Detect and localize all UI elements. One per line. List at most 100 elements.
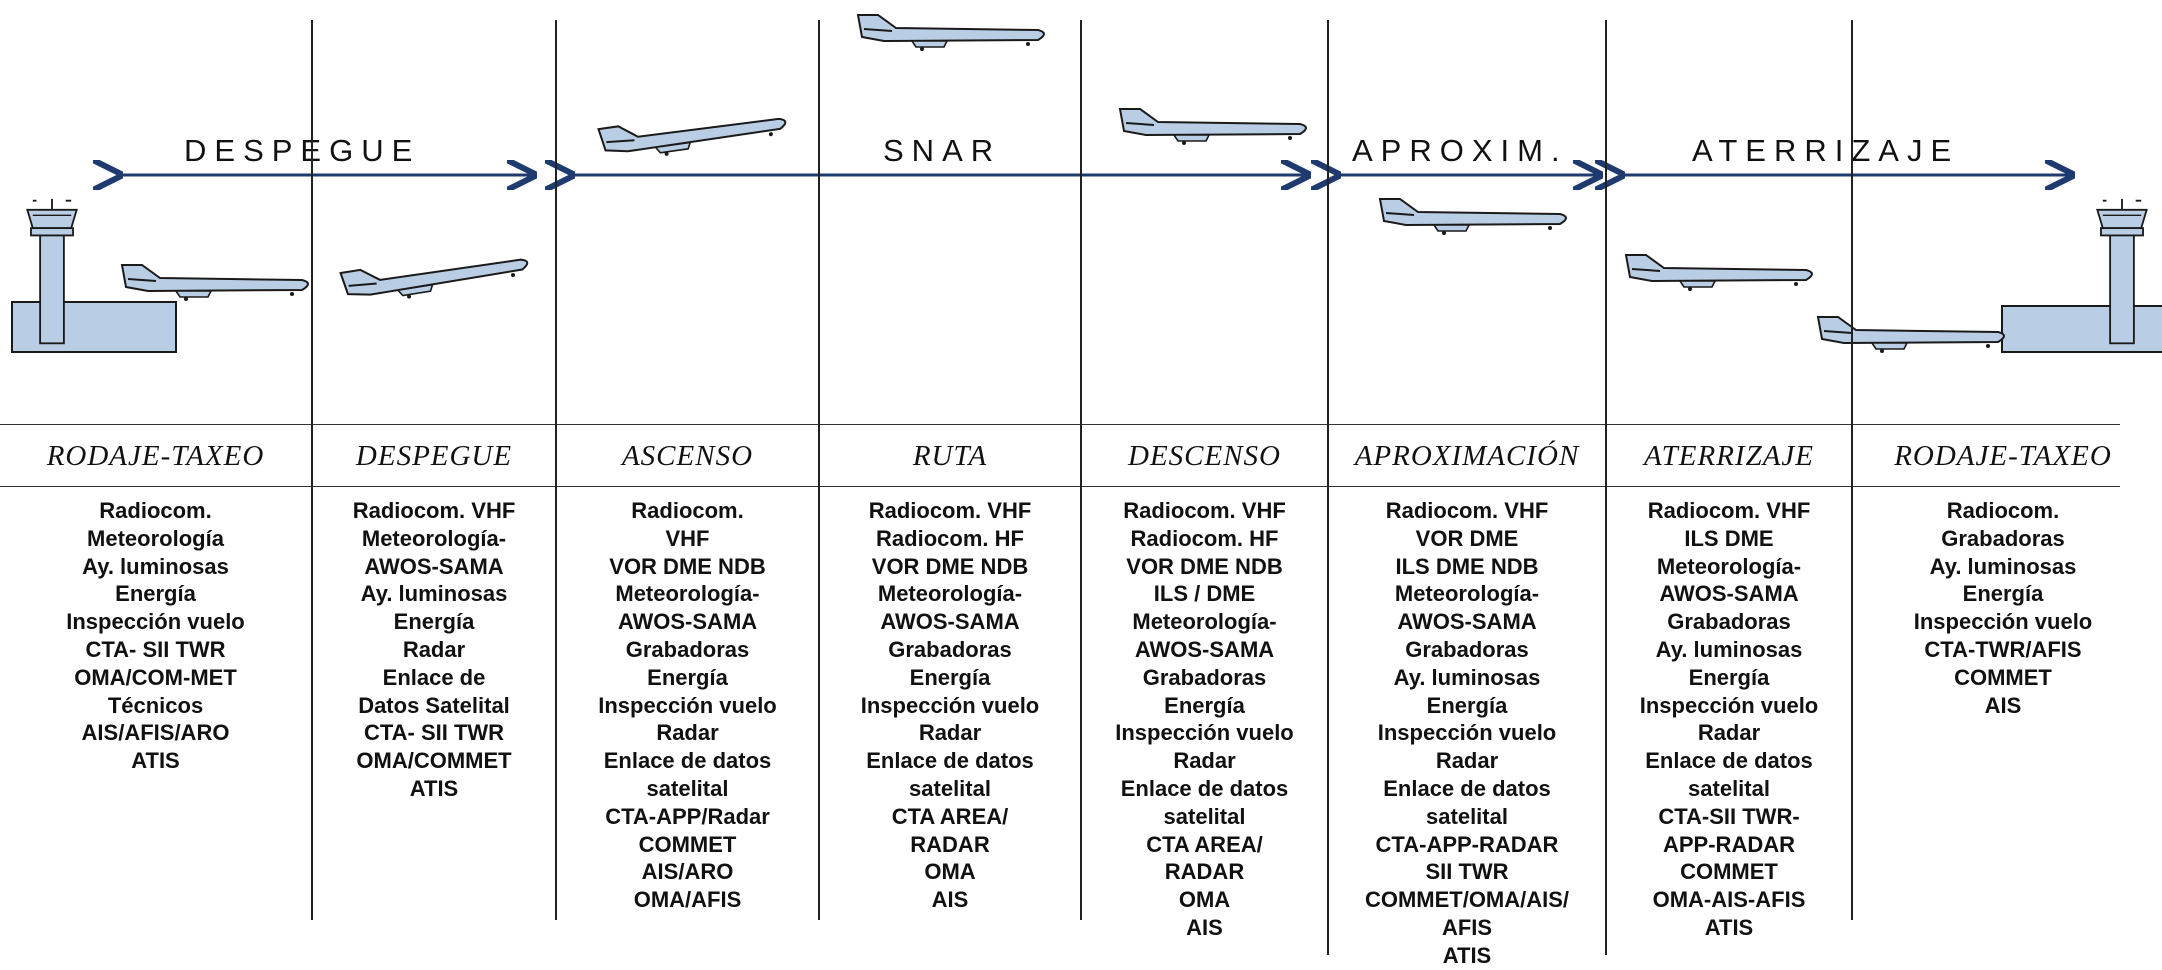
list-item: satelital <box>1688 775 1770 801</box>
list-item: Ay. luminosas <box>82 553 229 579</box>
list-item: Inspección vuelo <box>1115 720 1294 746</box>
list-item: Meteorología- <box>1656 553 1802 579</box>
list-item: OMA <box>1178 887 1231 913</box>
list-item: AWOS-SAMA <box>1134 636 1275 662</box>
list-item: AIS/ARO <box>641 859 734 885</box>
list-item: satelital <box>1163 803 1246 829</box>
list-item: CTA-APP-RADAR <box>1375 831 1559 857</box>
airplane-icon <box>1816 315 2006 355</box>
airplane-icon <box>1624 253 1814 293</box>
list-item: Grabadoras <box>625 636 750 662</box>
list-item: RADAR <box>910 831 990 857</box>
list-item: CTA-SII TWR- <box>1658 803 1800 829</box>
column-divider <box>1327 20 1329 955</box>
list-item: Inspección vuelo <box>598 692 777 718</box>
list-item: satelital <box>646 775 729 801</box>
divider-top <box>0 424 2120 425</box>
list-item: Enlace de datos <box>603 748 772 774</box>
list-item: Meteorología- <box>1132 609 1277 635</box>
airplane-icon <box>1118 107 1308 147</box>
list-item: Ay. luminosas <box>1393 664 1541 690</box>
list-item: COMMET <box>1954 664 2052 690</box>
list-item: VOR DME NDB <box>1126 553 1283 579</box>
list-item: ILS DME NDB <box>1395 553 1539 579</box>
list-item: Grabadoras <box>1941 525 2065 551</box>
list-item: Enlace de datos <box>1120 775 1289 801</box>
list-item: RADAR <box>1164 859 1245 885</box>
list-item: Meteorología- <box>877 581 1023 607</box>
list-item: AWOS-SAMA <box>1659 581 1799 607</box>
list-item: AFIS <box>1441 914 1493 940</box>
list-item: Meteorología- <box>1394 581 1540 607</box>
airplane-icon <box>597 102 789 166</box>
list-item: AIS/AFIS/ARO <box>81 720 230 746</box>
list-item: ILS / DME <box>1153 581 1256 607</box>
diagram-artwork <box>11 13 2162 355</box>
airplane-icon <box>1378 197 1568 237</box>
column-title-rodaje-taxeo: RODAJE-TAXEO <box>46 439 265 472</box>
list-item: CTA- SII TWR <box>85 636 226 662</box>
list-item: Enlace de datos <box>1645 748 1813 774</box>
list-item: Radiocom. HF <box>1130 525 1279 551</box>
list-item: Radiocom. HF <box>876 525 1024 551</box>
list-item: CTA-APP/Radar <box>605 803 770 829</box>
phase-label-despegue: DESPEGUE <box>184 133 421 168</box>
column-title-ruta: RUTA <box>912 439 988 472</box>
list-item: Radiocom. <box>1946 498 2060 523</box>
list-item: Ay. luminosas <box>1655 636 1803 662</box>
list-item: Radiocom. VHF <box>1123 498 1286 523</box>
list-item: Energía <box>1426 692 1508 718</box>
column-title-rodaje-taxeo-final: RODAJE-TAXEO <box>1894 439 2112 472</box>
list-item: Radiocom. VHF <box>1647 498 1811 523</box>
list-item: Radiocom. <box>631 498 744 523</box>
list-item: Grabadoras <box>1142 664 1267 690</box>
list-item: VOR DME NDB <box>609 553 766 579</box>
column-divider <box>1080 20 1082 920</box>
list-item: VOR DME <box>1415 525 1519 551</box>
list-item: ATIS <box>131 748 180 774</box>
list-item: VHF <box>665 525 710 551</box>
list-item: Radiocom. VHF <box>868 498 1032 523</box>
list-item: AWOS-SAMA <box>880 609 1020 635</box>
list-item: ATIS <box>1442 942 1492 968</box>
list-item: APP-RADAR <box>1663 831 1795 857</box>
list-item: ATIS <box>409 775 459 801</box>
list-item: Grabadoras <box>888 636 1012 662</box>
list-item: AIS <box>1186 914 1223 940</box>
list-item: satelital <box>909 775 991 801</box>
list-item: ATIS <box>1704 914 1754 940</box>
airplane-icon <box>120 263 310 303</box>
column-title-ascenso: ASCENSO <box>621 439 754 472</box>
list-item: satelital <box>1426 803 1508 829</box>
list-item: Energía <box>115 581 196 607</box>
list-item: COMMET <box>1680 859 1778 885</box>
airplane-icon <box>339 242 531 310</box>
list-item: Radiocom. VHF <box>1385 498 1549 523</box>
list-item: Energía <box>647 664 728 690</box>
list-item: Radar <box>656 720 719 746</box>
column-divider <box>1605 20 1607 955</box>
list-item: Energía <box>1164 692 1245 718</box>
control-tower-icon <box>11 197 177 353</box>
list-item: AWOS-SAMA <box>364 553 504 579</box>
list-item: Energía <box>1688 664 1770 690</box>
divider-bottom <box>0 486 2120 487</box>
list-item: Grabadoras <box>1405 636 1529 662</box>
column-title-descenso: DESCENSO <box>1128 439 1281 472</box>
list-item: Ay. luminosas <box>1929 553 2077 579</box>
airplane-icon <box>856 13 1046 53</box>
list-item: Meteorología <box>87 525 224 551</box>
list-item: Datos Satelital <box>358 692 510 718</box>
column-divider <box>1851 20 1853 920</box>
list-item: Grabadoras <box>1667 609 1791 635</box>
list-item: Meteorología- <box>361 525 507 551</box>
list-item: Inspección vuelo <box>860 692 1040 718</box>
list-item: Energía <box>909 664 991 690</box>
list-item: AIS <box>931 887 969 913</box>
